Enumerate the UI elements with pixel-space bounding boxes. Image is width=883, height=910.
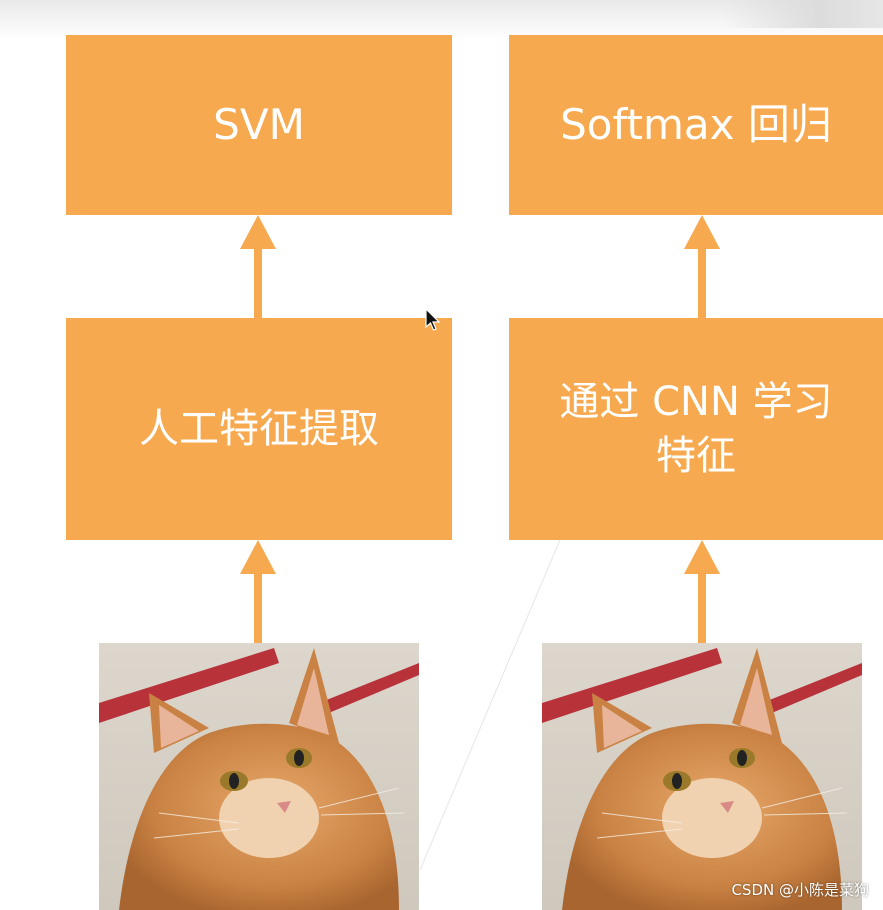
arrow-image-to-handcraft	[240, 540, 276, 644]
cat-image-left	[99, 643, 419, 910]
softmax-label: Softmax 回归	[560, 99, 832, 149]
cnn-feature-label-line2: 特征	[655, 433, 736, 479]
softmax-box: Softmax 回归	[509, 35, 883, 215]
mouse-pointer-icon	[425, 307, 441, 336]
handcrafted-feature-box: 人工特征提取	[66, 318, 452, 540]
arrow-cnn-to-softmax	[684, 215, 720, 319]
cat-image-right	[542, 643, 862, 910]
arrow-handcraft-to-svm	[240, 215, 276, 319]
cnn-feature-box: 通过 CNN 学习 特征	[509, 318, 883, 540]
corner-blur	[723, 0, 883, 28]
handcrafted-feature-label: 人工特征提取	[139, 406, 379, 452]
cnn-feature-label-line1: 通过 CNN 学习	[559, 379, 833, 425]
watermark: CSDN @小陈是菜狗	[731, 881, 869, 899]
svm-box: SVM	[66, 35, 452, 215]
arrow-image-to-cnn	[684, 540, 720, 644]
svm-label: SVM	[213, 99, 305, 149]
